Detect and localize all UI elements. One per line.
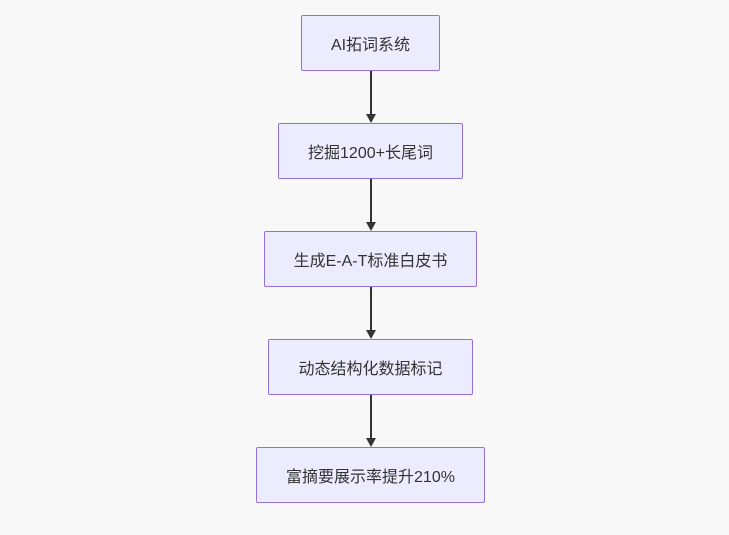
flow-node-label: AI拓词系统 — [330, 37, 411, 54]
arrowhead-icon — [365, 222, 376, 231]
flow-arrow — [365, 71, 376, 123]
flow-node-rich-snippet-result: 富摘要展示率提升210% — [256, 447, 485, 503]
flow-node-label: 富摘要展示率提升210% — [286, 469, 455, 486]
arrow-line — [369, 179, 372, 223]
flow-node-label: 生成E-A-T标准白皮书 — [293, 253, 448, 270]
arrow-line — [369, 395, 372, 439]
flow-node-longtail-words: 挖掘1200+长尾词 — [278, 123, 463, 179]
flow-arrow — [365, 287, 376, 339]
flow-node-label: 动态结构化数据标记 — [298, 361, 443, 378]
arrow-line — [369, 71, 372, 115]
flowchart: AI拓词系统 挖掘1200+长尾词 生成E-A-T标准白皮书 动态结构化数据标记… — [6, 0, 729, 503]
flow-node-structured-data: 动态结构化数据标记 — [268, 339, 473, 395]
flow-node-label: 挖掘1200+长尾词 — [308, 145, 433, 162]
flow-node-eat-whitepaper: 生成E-A-T标准白皮书 — [263, 231, 478, 287]
flow-arrow — [365, 179, 376, 231]
flow-arrow — [365, 395, 376, 447]
arrowhead-icon — [365, 330, 376, 339]
arrowhead-icon — [365, 114, 376, 123]
arrowhead-icon — [365, 438, 376, 447]
arrow-line — [369, 287, 372, 331]
flow-node-ai-system: AI拓词系统 — [300, 15, 441, 71]
